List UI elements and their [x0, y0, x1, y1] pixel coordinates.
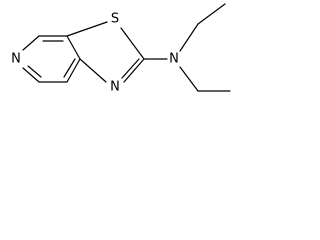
bond-s-c2: [120, 27, 145, 60]
bond-amine-ethyl-upper: [179, 23, 199, 52]
bond-n-c: [22, 35, 40, 51]
bond-amine-ethyl-lower: [179, 66, 199, 92]
pyridine-ring: [22, 35, 81, 83]
double-bond-inner-left: [27, 65, 42, 78]
thiazole-ring: [66, 21, 145, 83]
sulfur-label: S: [111, 12, 119, 27]
bond-ethyl-upper: [197, 3, 226, 25]
bond-c2-n: [123, 58, 145, 83]
thiazole-nitrogen-label: N: [110, 80, 120, 95]
amine-nitrogen-label: N: [169, 52, 179, 67]
bond-c-c-right-lower: [66, 58, 81, 83]
pyridine-nitrogen-label: N: [11, 52, 21, 67]
bond-c-s: [66, 21, 108, 37]
bond-n-c-fused: [79, 58, 107, 83]
molecule-structure: N S N N: [11, 3, 231, 95]
double-bond-c2-n: [121, 58, 140, 79]
double-bond-inner-right: [63, 58, 76, 78]
bond-c-c-fused: [66, 35, 81, 60]
bond-c-c-left-lower: [22, 67, 40, 83]
diethylamino-group: [143, 3, 231, 92]
